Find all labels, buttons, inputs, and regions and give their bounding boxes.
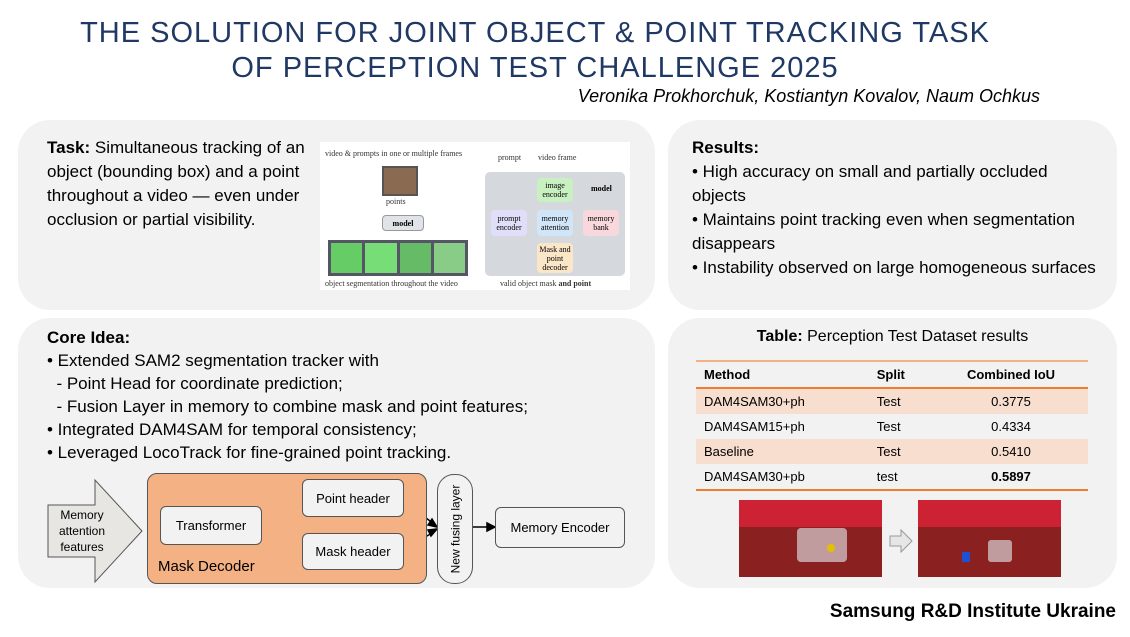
- cell: Baseline: [696, 439, 869, 464]
- fig-label: and point: [558, 279, 592, 288]
- image-encoder-box: image encoder: [537, 178, 573, 202]
- cell: DAM4SAM15+ph: [704, 419, 805, 434]
- core-item: • Integrated DAM4SAM for temporal consis…: [47, 420, 417, 439]
- example-photo-after: [918, 500, 1061, 577]
- results-list: Results: • High accuracy on small and pa…: [692, 136, 1102, 280]
- task-label: Task:: [47, 138, 91, 157]
- title-line-2: OF PERCEPTION TEST CHALLENGE 2025: [231, 52, 839, 84]
- memory-attention-box: memory attention: [537, 210, 573, 236]
- fig-output-label: valid object mask and point: [500, 279, 591, 288]
- cell: 0.3775: [934, 388, 1088, 414]
- core-item: - Point Head for coordinate prediction;: [47, 374, 343, 393]
- cell: test: [876, 469, 898, 484]
- brand-logo: Samsung R&D Institute Ukraine: [829, 601, 1116, 622]
- fig-label: model: [591, 184, 612, 193]
- fig-label: video frame: [538, 153, 577, 162]
- task-text: Task: Simultaneous tracking of an object…: [47, 136, 307, 232]
- input-arrow-shape: [47, 478, 143, 584]
- results-label: Results:: [692, 138, 760, 157]
- core-item: • Leveraged LocoTrack for fine-grained p…: [47, 443, 452, 462]
- title-line-1: THE SOLUTION FOR JOINT OBJECT & POINT TR…: [80, 17, 990, 49]
- table-row: DAM4SAM30+pb test 0.5897: [696, 464, 1088, 490]
- caption-label: Table:: [756, 328, 803, 345]
- output-frames-image: [328, 240, 468, 276]
- core-item: • Extended SAM2 segmentation tracker wit…: [47, 351, 379, 370]
- core-label: Core Idea:: [47, 328, 131, 347]
- sam2-figure: video & prompts in one or multiple frame…: [320, 142, 630, 290]
- arrow-right-icon: [889, 528, 913, 554]
- cell: 0.4334: [991, 419, 1031, 434]
- model-container: model image encoder prompt encoder memor…: [485, 172, 625, 276]
- core-item: - Fusion Layer in memory to combine mask…: [47, 397, 528, 416]
- results-panel: [668, 120, 1117, 310]
- cell: 0.5410: [934, 439, 1088, 464]
- fusing-layer-box: New fusing layer: [437, 474, 473, 584]
- fig-label: valid object mask: [500, 279, 559, 288]
- result-item: • High accuracy on small and partially o…: [692, 162, 1048, 205]
- col-header: Combined IoU: [934, 360, 1088, 389]
- point-header-box: Point header: [302, 479, 404, 517]
- fig-label: points: [386, 197, 406, 206]
- result-item: • Maintains point tracking even when seg…: [692, 210, 1076, 253]
- task-description: Simultaneous tracking of an object (boun…: [47, 138, 305, 229]
- cell: 0.5897: [991, 469, 1031, 484]
- table-row: DAM4SAM15+ph Test 0.4334: [696, 414, 1088, 439]
- fig-model-box: model: [382, 215, 424, 231]
- memory-bank-box: memory bank: [583, 210, 619, 236]
- col-header: Split: [868, 360, 935, 389]
- core-idea-list: Core Idea: • Extended SAM2 segmentation …: [47, 326, 647, 464]
- table-caption: Table: Perception Test Dataset results: [668, 328, 1117, 346]
- cell: Test: [876, 419, 901, 434]
- cell: DAM4SAM30+pb: [704, 469, 805, 484]
- fusing-layer-label: New fusing layer: [448, 484, 462, 574]
- prompt-encoder-box: prompt encoder: [491, 210, 527, 236]
- decoder-box: Mask and point decoder: [537, 243, 573, 273]
- result-item: • Instability observed on large homogene…: [692, 258, 1096, 277]
- authors: Veronika Prokhorchuk, Kostiantyn Kovalov…: [577, 86, 1040, 106]
- caption-text: Perception Test Dataset results: [802, 328, 1029, 345]
- col-header: Method: [696, 360, 869, 389]
- mask-header-box: Mask header: [302, 533, 404, 570]
- mask-decoder-label: Mask Decoder: [158, 558, 255, 575]
- cell: Test: [868, 388, 935, 414]
- input-frame-image: [382, 166, 418, 196]
- fig-label: object segmentation throughout the video: [325, 279, 458, 288]
- transformer-box: Transformer: [160, 506, 262, 545]
- fig-label: prompt: [498, 153, 522, 162]
- fig-label: video & prompts in one or multiple frame…: [325, 149, 463, 158]
- cell: DAM4SAM30+ph: [696, 388, 869, 414]
- cell: Test: [868, 439, 935, 464]
- memory-attention-features-label: Memory attention features: [58, 508, 106, 554]
- memory-encoder-box: Memory Encoder: [495, 507, 625, 548]
- example-photo-before: [739, 500, 882, 577]
